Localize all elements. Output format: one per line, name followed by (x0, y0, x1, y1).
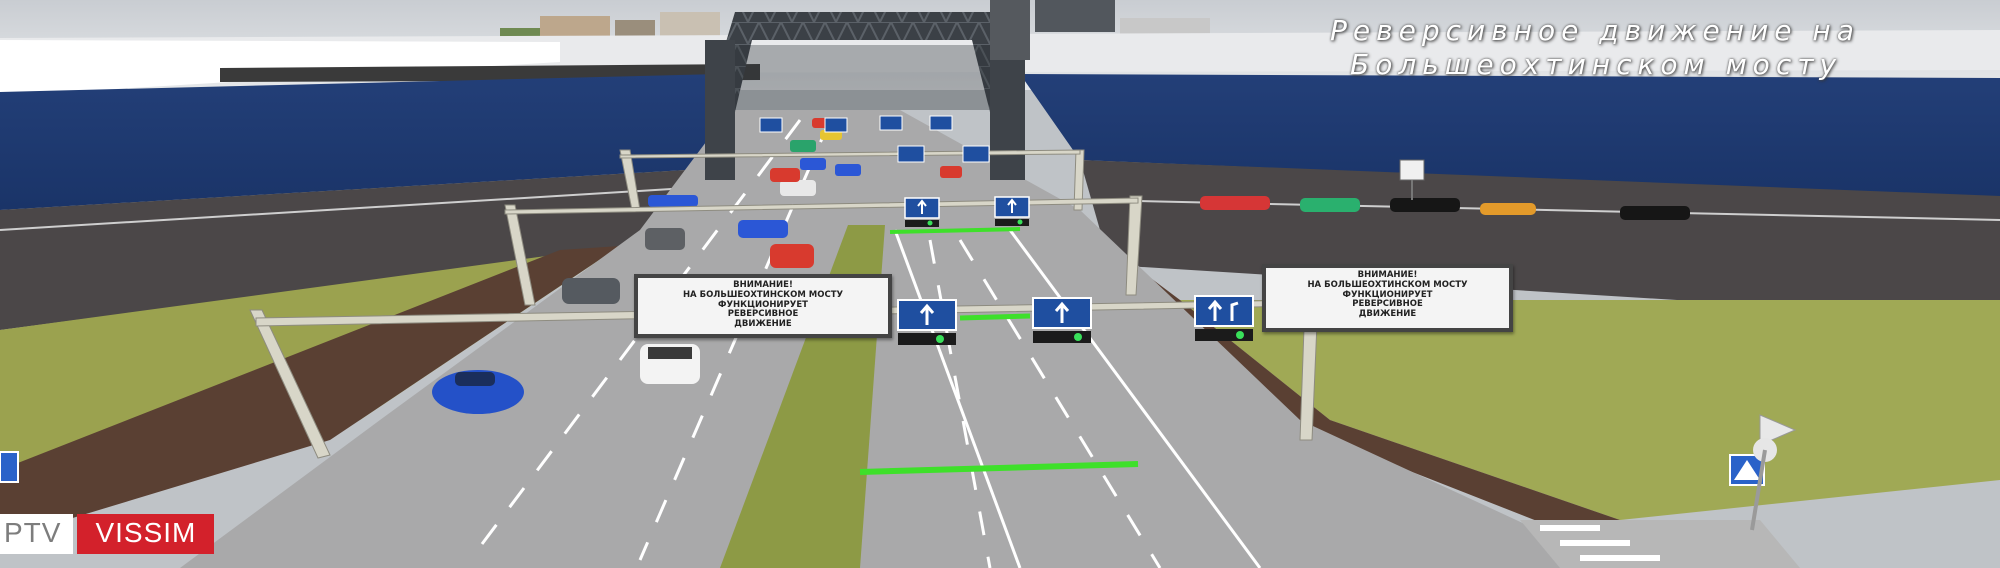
traffic-light-icon (1195, 329, 1253, 341)
warning-line: ФУНКЦИОНИРУЕТ (718, 299, 808, 310)
stop-line-mid (959, 313, 1031, 321)
warning-line: ВНИМАНИЕ! (733, 280, 793, 290)
stop-line-far (889, 227, 1021, 234)
grass-right (1180, 300, 2000, 520)
stop-line-near (859, 461, 1139, 475)
logo-ptv: PTV (0, 514, 74, 554)
lane-markings (468, 119, 1162, 568)
reversible-traffic-warning-sign-left: ВНИМАНИЕ! НА БОЛЬШЕОХТИНСКОМ МОСТУ ФУНКЦ… (634, 274, 892, 338)
vehicles (432, 118, 1690, 414)
river-right (1020, 74, 2000, 198)
warning-line: ФУНКЦИОНИРУЕТ (1342, 289, 1433, 300)
lane-signs-far (759, 115, 990, 163)
title-line-2: Большеохтинском мосту (1350, 48, 1843, 81)
warning-line: РЕВЕРСИВНОЕ (1352, 299, 1423, 310)
crosswalk-stripes (1540, 525, 1660, 561)
embankment-left (0, 168, 720, 330)
warning-line: НА БОЛЬШЕОХТИНСКОМ МОСТУ (1307, 279, 1468, 290)
title-line-1: Реверсивное движение на (1330, 14, 1860, 47)
traffic-lights-near (898, 329, 1253, 345)
logo-vissim: VISSIM (77, 514, 215, 554)
roadside-sign (1399, 159, 1425, 181)
lane-signs-near (897, 295, 1254, 331)
traffic-light-icon (1033, 331, 1091, 343)
lane-signs-mid (904, 196, 1030, 227)
traffic-light-icon (898, 333, 956, 345)
river (0, 74, 720, 210)
lane-arrow-straight-right-icon (1194, 295, 1254, 327)
reversible-traffic-warning-sign-right: ВНИМАНИЕ! НА БОЛЬШЕОХТИНСКОМ МОСТУ ФУНКЦ… (1262, 264, 1513, 332)
warning-line: ВНИМАНИЕ! (1357, 270, 1418, 280)
warning-line: ДВИЖЕНИЕ (734, 319, 792, 330)
warning-line: РЕВЕРСИВНОЕ (727, 309, 799, 320)
warning-line: НА БОЛЬШЕОХТИНСКОМ МОСТУ (682, 289, 844, 300)
yield-sign-icon (1750, 414, 1797, 531)
ptv-vissim-logo: PTV VISSIM (0, 514, 215, 554)
warning-line: ДВИЖЕНИЕ (1358, 309, 1417, 320)
